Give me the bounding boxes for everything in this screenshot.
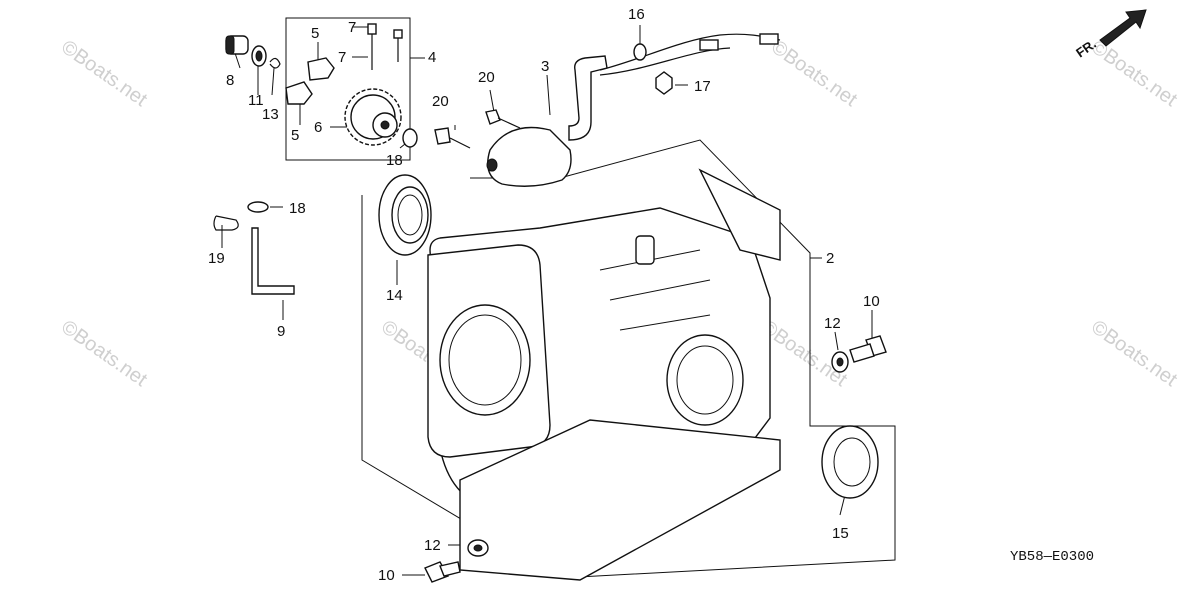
- part-11-washer: [251, 45, 267, 67]
- part-16-wire-harness: [599, 33, 781, 76]
- callout-18-left: 18: [289, 200, 306, 217]
- callout-3: 3: [541, 58, 549, 75]
- callout-8: 8: [226, 72, 234, 89]
- part-10-drain-bolt-right: [849, 335, 887, 363]
- watermark: ©Boats.net: [767, 36, 861, 111]
- front-arrow-icon: [1099, 9, 1147, 47]
- part-19-clip: [213, 215, 239, 231]
- part-17-nut: [655, 71, 673, 95]
- part-15-oil-seal: [821, 425, 879, 499]
- callout-9: 9: [277, 323, 285, 340]
- watermark: ©Boats.net: [57, 316, 151, 391]
- callout-10-right: 10: [863, 293, 880, 310]
- callout-20-lower: 20: [432, 93, 449, 110]
- watermark: ©Boats.net: [1087, 36, 1181, 111]
- callout-20-upper: 20: [478, 69, 495, 86]
- part-18-washer-left: [247, 201, 269, 213]
- callout-5-upper: 5: [311, 25, 319, 42]
- part-13-clip: [269, 57, 281, 69]
- part-18-washer: [402, 128, 418, 148]
- part-14-bearing: [378, 174, 432, 256]
- governor-group-outline: [285, 17, 411, 161]
- callout-7-lower: 7: [338, 49, 346, 66]
- part-8-cap: [225, 35, 249, 55]
- callout-labels: 8 11 13 5 5 6 7 7 4 18 20 20 3 16 17 18 …: [208, 6, 880, 584]
- callout-19: 19: [208, 250, 225, 267]
- callout-11: 11: [248, 92, 264, 109]
- callout-16: 16: [628, 6, 645, 23]
- watermark: ©Boats.net: [1087, 316, 1181, 391]
- part-12-washer-bottom: [467, 539, 489, 557]
- part-3-oil-level-switch: [486, 55, 608, 187]
- part-6-governor-gear: [344, 88, 402, 146]
- callout-5-lower: 5: [291, 127, 299, 144]
- part-10-drain-bolt-bottom: [424, 561, 461, 583]
- part-9-governor-arm: [251, 227, 295, 295]
- part-5-weight-lower: [285, 81, 313, 105]
- part-20-bolt-upper: [485, 109, 521, 129]
- callout-7-upper: 7: [348, 19, 356, 36]
- part-2-crankcase: [427, 168, 781, 581]
- callout-12-bottom: 12: [424, 537, 441, 554]
- callout-12-right: 12: [824, 315, 841, 332]
- part-12-washer-right: [831, 351, 849, 373]
- callout-14: 14: [386, 287, 403, 304]
- callout-17: 17: [694, 78, 711, 95]
- callout-13: 13: [262, 106, 279, 123]
- callout-15: 15: [832, 525, 849, 542]
- diagram-code: YB58—E0300: [1010, 549, 1094, 565]
- callout-6: 6: [314, 119, 322, 136]
- callout-10-bottom: 10: [378, 567, 395, 584]
- part-5-weight-upper: [307, 57, 335, 81]
- callout-2: 2: [826, 250, 834, 267]
- callout-4: 4: [428, 49, 436, 66]
- callout-18-upper: 18: [386, 152, 403, 169]
- part-7-pins: [367, 23, 403, 70]
- watermark: ©Boats.net: [57, 36, 151, 111]
- part-20-bolt-lower: [434, 127, 471, 149]
